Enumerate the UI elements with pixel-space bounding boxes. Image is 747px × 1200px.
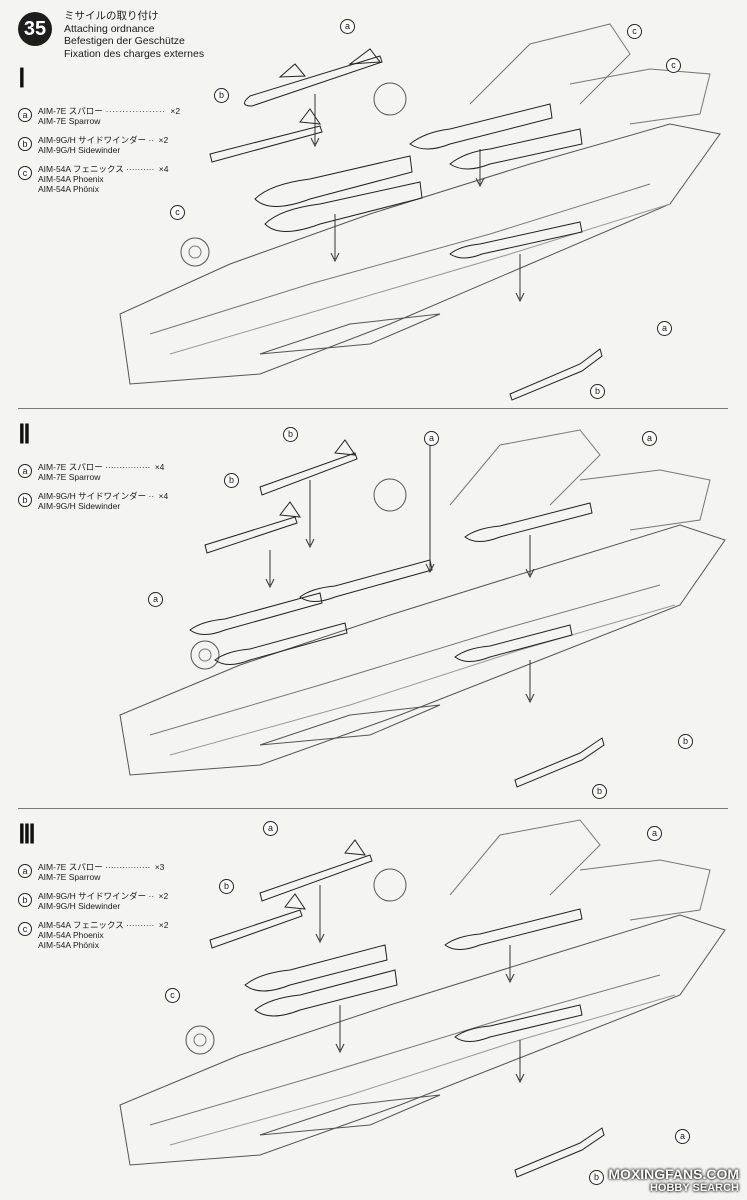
part-callout: a bbox=[647, 826, 662, 841]
part-quantity: ×4 bbox=[154, 462, 165, 472]
legend-item: b AIM-9G/H サイドワインダー ·· ×2 AIM-9G/H Sidew… bbox=[18, 135, 180, 155]
step-number-badge: 35 bbox=[18, 12, 52, 46]
section-3-numeral: Ⅲ bbox=[18, 820, 36, 849]
part-name-en: AIM-7E Sparrow bbox=[38, 116, 101, 126]
section-1-drawing bbox=[110, 14, 730, 404]
part-name-ja: AIM-7E スパロー bbox=[38, 106, 103, 116]
part-name-en: AIM-54A Phoenix bbox=[38, 930, 104, 940]
part-letter-circle: b bbox=[18, 493, 32, 507]
part-callout: b bbox=[219, 879, 234, 894]
part-callout: c bbox=[165, 988, 180, 1003]
legend-item: b AIM-9G/H サイドワインダー ·· ×2 AIM-9G/H Sidew… bbox=[18, 891, 168, 911]
section-1-legend: a AIM-7E スパロー ·················· ×2 AIM-… bbox=[18, 106, 180, 203]
legend-item: a AIM-7E スパロー ·················· ×2 AIM-… bbox=[18, 106, 180, 126]
part-name-en: AIM-9G/H Sidewinder bbox=[38, 145, 121, 155]
watermark-line-2: HOBBY SEARCH bbox=[649, 1182, 739, 1194]
part-name-ja: AIM-54A フェニックス bbox=[38, 164, 124, 174]
part-name-ja: AIM-9G/H サイドワインダー bbox=[38, 891, 147, 901]
part-name-ja: AIM-9G/H サイドワインダー bbox=[38, 491, 147, 501]
section-divider bbox=[18, 408, 728, 409]
part-callout: c bbox=[627, 24, 642, 39]
section-2-drawing bbox=[110, 425, 730, 800]
part-letter-circle: c bbox=[18, 922, 32, 936]
section-divider bbox=[18, 808, 728, 809]
step-title-en: Attaching ordnance bbox=[64, 22, 155, 35]
part-letter-circle: b bbox=[18, 893, 32, 907]
part-callout: c bbox=[170, 205, 185, 220]
part-callout: b bbox=[214, 88, 229, 103]
legend-item: c AIM-54A フェニックス ·········· ×4 AIM-54A P… bbox=[18, 164, 180, 194]
part-name-de: AIM-54A Phönix bbox=[38, 940, 99, 950]
part-name-en: AIM-54A Phoenix bbox=[38, 174, 104, 184]
section-3-legend: a AIM-7E スパロー ················ ×3 AIM-7E… bbox=[18, 862, 168, 959]
part-callout: a bbox=[424, 431, 439, 446]
part-callout: b bbox=[678, 734, 693, 749]
legend-item: c AIM-54A フェニックス ·········· ×2 AIM-54A P… bbox=[18, 920, 168, 950]
section-2-legend: a AIM-7E スパロー ················ ×4 AIM-7E… bbox=[18, 462, 168, 520]
part-callout: c bbox=[666, 58, 681, 73]
section-2-numeral: Ⅱ bbox=[18, 420, 31, 449]
part-callout: b bbox=[589, 1170, 604, 1185]
step-title-fr: Fixation des charges externes bbox=[64, 47, 205, 60]
part-callout: a bbox=[340, 19, 355, 34]
part-callout: b bbox=[283, 427, 298, 442]
part-quantity: ×2 bbox=[158, 891, 169, 901]
part-quantity: ×4 bbox=[158, 164, 169, 174]
part-name-en: AIM-7E Sparrow bbox=[38, 872, 101, 882]
part-callout: a bbox=[263, 821, 278, 836]
part-callout: a bbox=[148, 592, 163, 607]
part-callout: a bbox=[642, 431, 657, 446]
step-title-ja: ミサイルの取り付け bbox=[64, 10, 159, 22]
part-callout: b bbox=[592, 784, 607, 799]
legend-item: a AIM-7E スパロー ················ ×3 AIM-7E… bbox=[18, 862, 168, 882]
part-letter-circle: a bbox=[18, 464, 32, 478]
part-letter-circle: a bbox=[18, 864, 32, 878]
part-name-en: AIM-9G/H Sidewinder bbox=[38, 901, 121, 911]
part-name-ja: AIM-7E スパロー bbox=[38, 862, 103, 872]
part-name-ja: AIM-7E スパロー bbox=[38, 462, 103, 472]
part-letter-circle: c bbox=[18, 166, 32, 180]
part-quantity: ×3 bbox=[154, 862, 165, 872]
part-letter-circle: a bbox=[18, 108, 32, 122]
legend-item: b AIM-9G/H サイドワインダー ·· ×4 AIM-9G/H Sidew… bbox=[18, 491, 168, 511]
part-quantity: ×4 bbox=[158, 491, 169, 501]
part-callout: a bbox=[657, 321, 672, 336]
legend-item: a AIM-7E スパロー ················ ×4 AIM-7E… bbox=[18, 462, 168, 482]
section-1-numeral: Ⅰ bbox=[18, 64, 26, 93]
step-titles: ミサイルの取り付け Attaching ordnance Befestigen … bbox=[64, 10, 204, 60]
part-name-ja: AIM-9G/H サイドワインダー bbox=[38, 135, 147, 145]
section-3-drawing bbox=[110, 815, 730, 1195]
watermark-line-1: MOXINGFANS.COM bbox=[608, 1166, 739, 1182]
part-name-de: AIM-54A Phönix bbox=[38, 184, 99, 194]
part-name-ja: AIM-54A フェニックス bbox=[38, 920, 124, 930]
part-letter-circle: b bbox=[18, 137, 32, 151]
part-callout: b bbox=[224, 473, 239, 488]
part-quantity: ×2 bbox=[158, 920, 169, 930]
step-title-de: Befestigen der Geschütze bbox=[64, 35, 185, 47]
watermark: MOXINGFANS.COM HOBBY SEARCH bbox=[608, 1166, 739, 1194]
part-name-en: AIM-7E Sparrow bbox=[38, 472, 101, 482]
part-name-en: AIM-9G/H Sidewinder bbox=[38, 501, 121, 511]
part-quantity: ×2 bbox=[170, 106, 181, 116]
part-quantity: ×2 bbox=[158, 135, 169, 145]
part-callout: a bbox=[675, 1129, 690, 1144]
part-callout: b bbox=[590, 384, 605, 399]
